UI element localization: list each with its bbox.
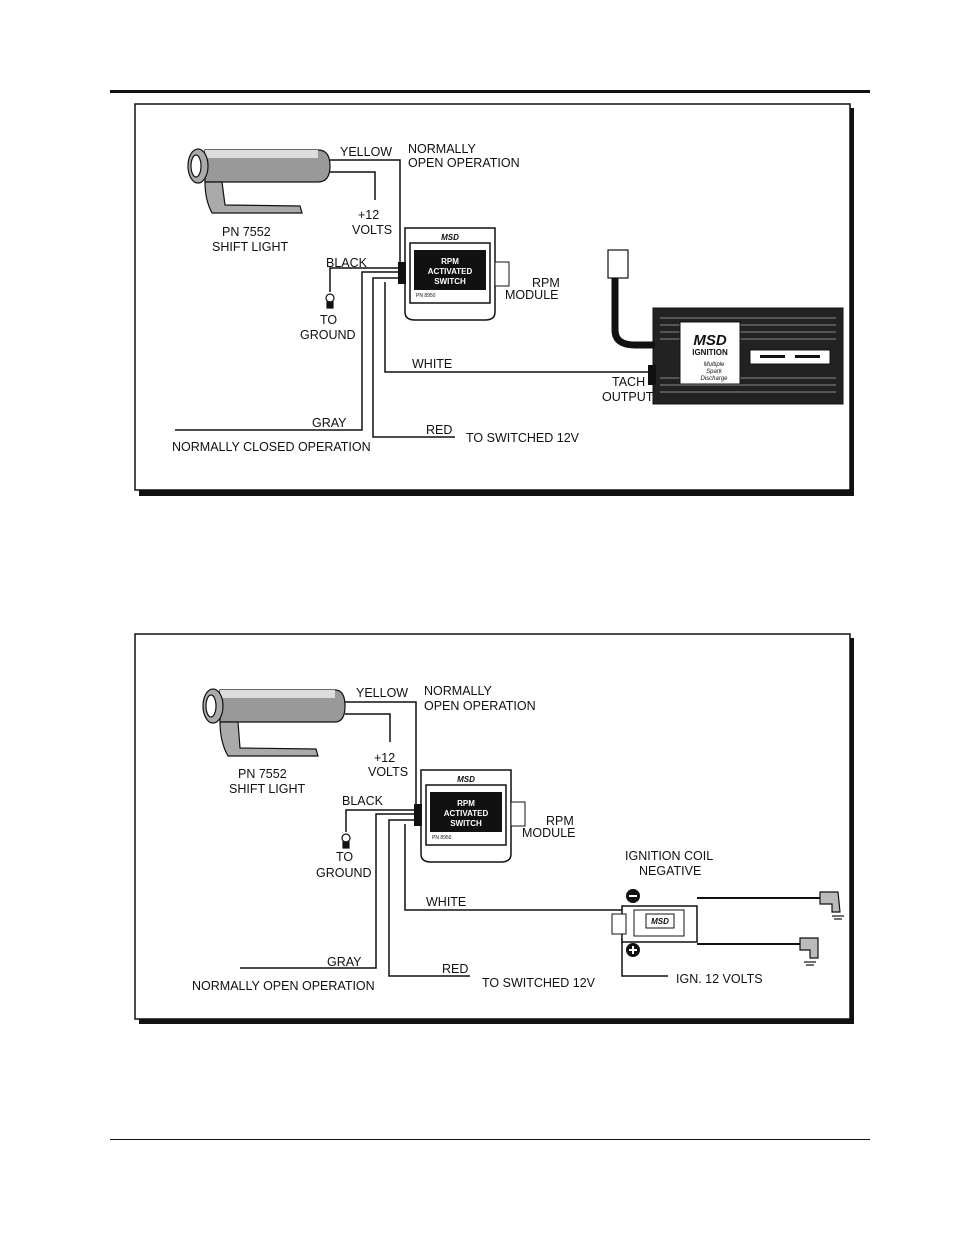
label-normally-open-operation: NORMALLY OPEN OPERATION: [192, 979, 375, 993]
spark-plug-wires: [697, 897, 820, 945]
switch-part: PN 8950: [432, 835, 452, 841]
label-black: BLACK: [326, 256, 368, 270]
coil-brand: MSD: [651, 917, 669, 926]
switch-brand: MSD: [457, 775, 475, 784]
label-black: BLACK: [342, 794, 384, 808]
label-normally-open-2: OPEN OPERATION: [408, 156, 520, 170]
red-wire: [372, 277, 455, 438]
gray-wire: [240, 813, 416, 969]
label-volts: VOLTS: [368, 765, 408, 779]
label-red: RED: [442, 962, 468, 976]
shift-light-icon: [202, 688, 346, 757]
label-red: RED: [426, 423, 452, 437]
ignition-sub: IGNITION: [692, 348, 728, 357]
ign12-wire: [621, 938, 668, 977]
rpm-switch-module: MSD RPM ACTIVATED SWITCH PN 8950: [414, 769, 526, 863]
label-pn: PN 7552: [238, 767, 287, 781]
black-wire: [329, 267, 400, 292]
white-wire: [384, 282, 650, 373]
red-wire: [388, 819, 470, 977]
switch-brand: MSD: [441, 233, 459, 242]
label-to-switched: TO SWITCHED 12V: [482, 976, 596, 990]
switch-line3: SWITCH: [434, 277, 466, 286]
ignition-desc1: Multiple: [704, 362, 725, 368]
label-white: WHITE: [412, 357, 452, 371]
switch-line2: ACTIVATED: [444, 809, 489, 818]
label-output: OUTPUT: [602, 390, 654, 404]
switch-line2: ACTIVATED: [428, 267, 473, 276]
switch-line1: RPM: [457, 799, 475, 808]
label-tach: TACH: [612, 375, 645, 389]
label-gray: GRAY: [312, 416, 347, 430]
label-to: TO: [320, 313, 337, 327]
bottom-rule: [110, 1139, 870, 1140]
top-rule: [110, 90, 870, 93]
label-shift-light: SHIFT LIGHT: [212, 240, 289, 254]
label-normally-open-1: NORMALLY: [408, 142, 477, 156]
label-module: MODULE: [505, 288, 558, 302]
diagram2-wires: [240, 701, 668, 977]
label-shift-light: SHIFT LIGHT: [229, 782, 306, 796]
label-white: WHITE: [426, 895, 466, 909]
ignition-desc2: Spark: [706, 369, 723, 375]
yellow-wire: [330, 159, 401, 265]
label-to: TO: [336, 850, 353, 864]
label-ign12: IGN. 12 VOLTS: [676, 972, 763, 986]
label-volts: VOLTS: [352, 223, 392, 237]
label-yellow: YELLOW: [356, 686, 408, 700]
label-ign-coil: IGNITION COIL: [625, 849, 713, 863]
label-to-switched: TO SWITCHED 12V: [466, 431, 580, 445]
label-pn: PN 7552: [222, 225, 271, 239]
plus12-wire: [345, 713, 391, 742]
ignition-harness: [611, 278, 655, 349]
label-rpm: RPM: [532, 276, 560, 290]
rpm-switch-module: MSD RPM ACTIVATED SWITCH PN 8950: [398, 227, 510, 321]
shift-light-icon: [187, 148, 331, 214]
ground-terminal-icon: [325, 293, 335, 309]
diagram1-wires: [175, 159, 650, 438]
label-ground: GROUND: [300, 328, 356, 342]
label-yellow: YELLOW: [340, 145, 392, 159]
white-wire: [404, 824, 625, 911]
switch-part: PN 8950: [416, 293, 436, 299]
label-plus12: +12: [358, 208, 379, 222]
ground-terminal-icon: [341, 833, 351, 849]
spark-plug-boot-icon: [819, 891, 844, 920]
black-wire: [345, 809, 416, 832]
plus12-wire: [330, 171, 376, 200]
label-normally-open-1: NORMALLY: [424, 684, 493, 698]
switch-line3: SWITCH: [450, 819, 482, 828]
label-rpm: RPM: [546, 814, 574, 828]
label-ground: GROUND: [316, 866, 372, 880]
ignition-brand: MSD: [693, 332, 727, 349]
harness-connector-icon: [607, 249, 629, 279]
spark-plug-boot-icon: [799, 937, 819, 966]
label-negative: NEGATIVE: [639, 864, 701, 878]
label-plus12: +12: [374, 751, 395, 765]
label-gray: GRAY: [327, 955, 362, 969]
msd-ignition-box: MSD IGNITION Multiple Spark Discharge: [648, 307, 844, 405]
ignition-coil: MSD: [611, 889, 698, 957]
label-normally-open-2: OPEN OPERATION: [424, 699, 536, 713]
gray-wire: [175, 271, 400, 431]
label-normally-closed: NORMALLY CLOSED OPERATION: [172, 440, 371, 454]
label-module: MODULE: [522, 826, 575, 840]
yellow-wire: [345, 701, 417, 808]
switch-line1: RPM: [441, 257, 459, 266]
ignition-desc3: Discharge: [700, 376, 728, 382]
